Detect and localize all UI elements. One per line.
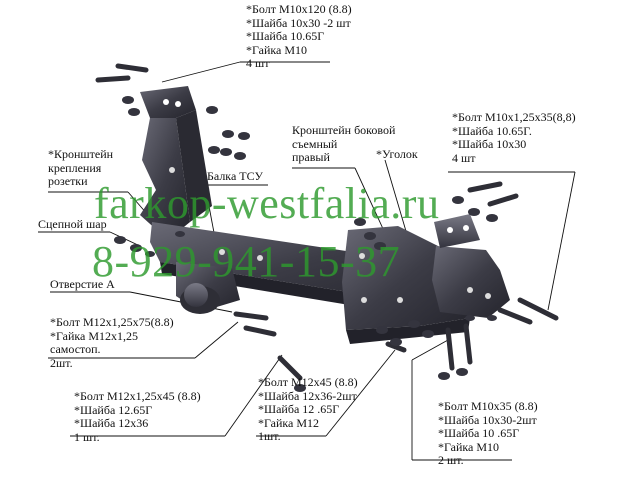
label-bolt-m12-125-45: *Болт М12х1,25х45 (8.8)*Шайба 12.65Г*Шай…	[74, 389, 201, 444]
label-beam: Балка ТСУ	[207, 169, 263, 183]
watermark-phone: 8-929-941-15-37	[92, 237, 401, 286]
label-bolt-m12-45: *Болт М12х45 (8.8)*Шайба 12х36-2шт*Шайба…	[258, 375, 358, 443]
bolt-set	[95, 63, 559, 381]
tow-ball	[176, 262, 240, 314]
right-end-plate	[432, 214, 510, 318]
left-mounting-bracket	[140, 86, 212, 240]
label-bolt-m10-35: *Болт М10х35 (8.8)*Шайба 10х30-2шт*Шайба…	[438, 399, 538, 467]
watermark-site: farkop-westfalia.ru	[94, 179, 440, 228]
nuts-and-washers	[114, 96, 498, 392]
label-top-bolt: *Болт М10х120 (8.8)*Шайба 10х30 -2 шт*Ша…	[246, 2, 352, 70]
label-right-bolt: *Болт М10х1,25х35(8,8)*Шайба 10.65Г.*Шай…	[452, 110, 576, 165]
label-corner: *Уголок	[376, 147, 418, 161]
label-hole: Отверстие А	[50, 277, 115, 291]
label-ball: Сцепной шар	[38, 217, 107, 231]
